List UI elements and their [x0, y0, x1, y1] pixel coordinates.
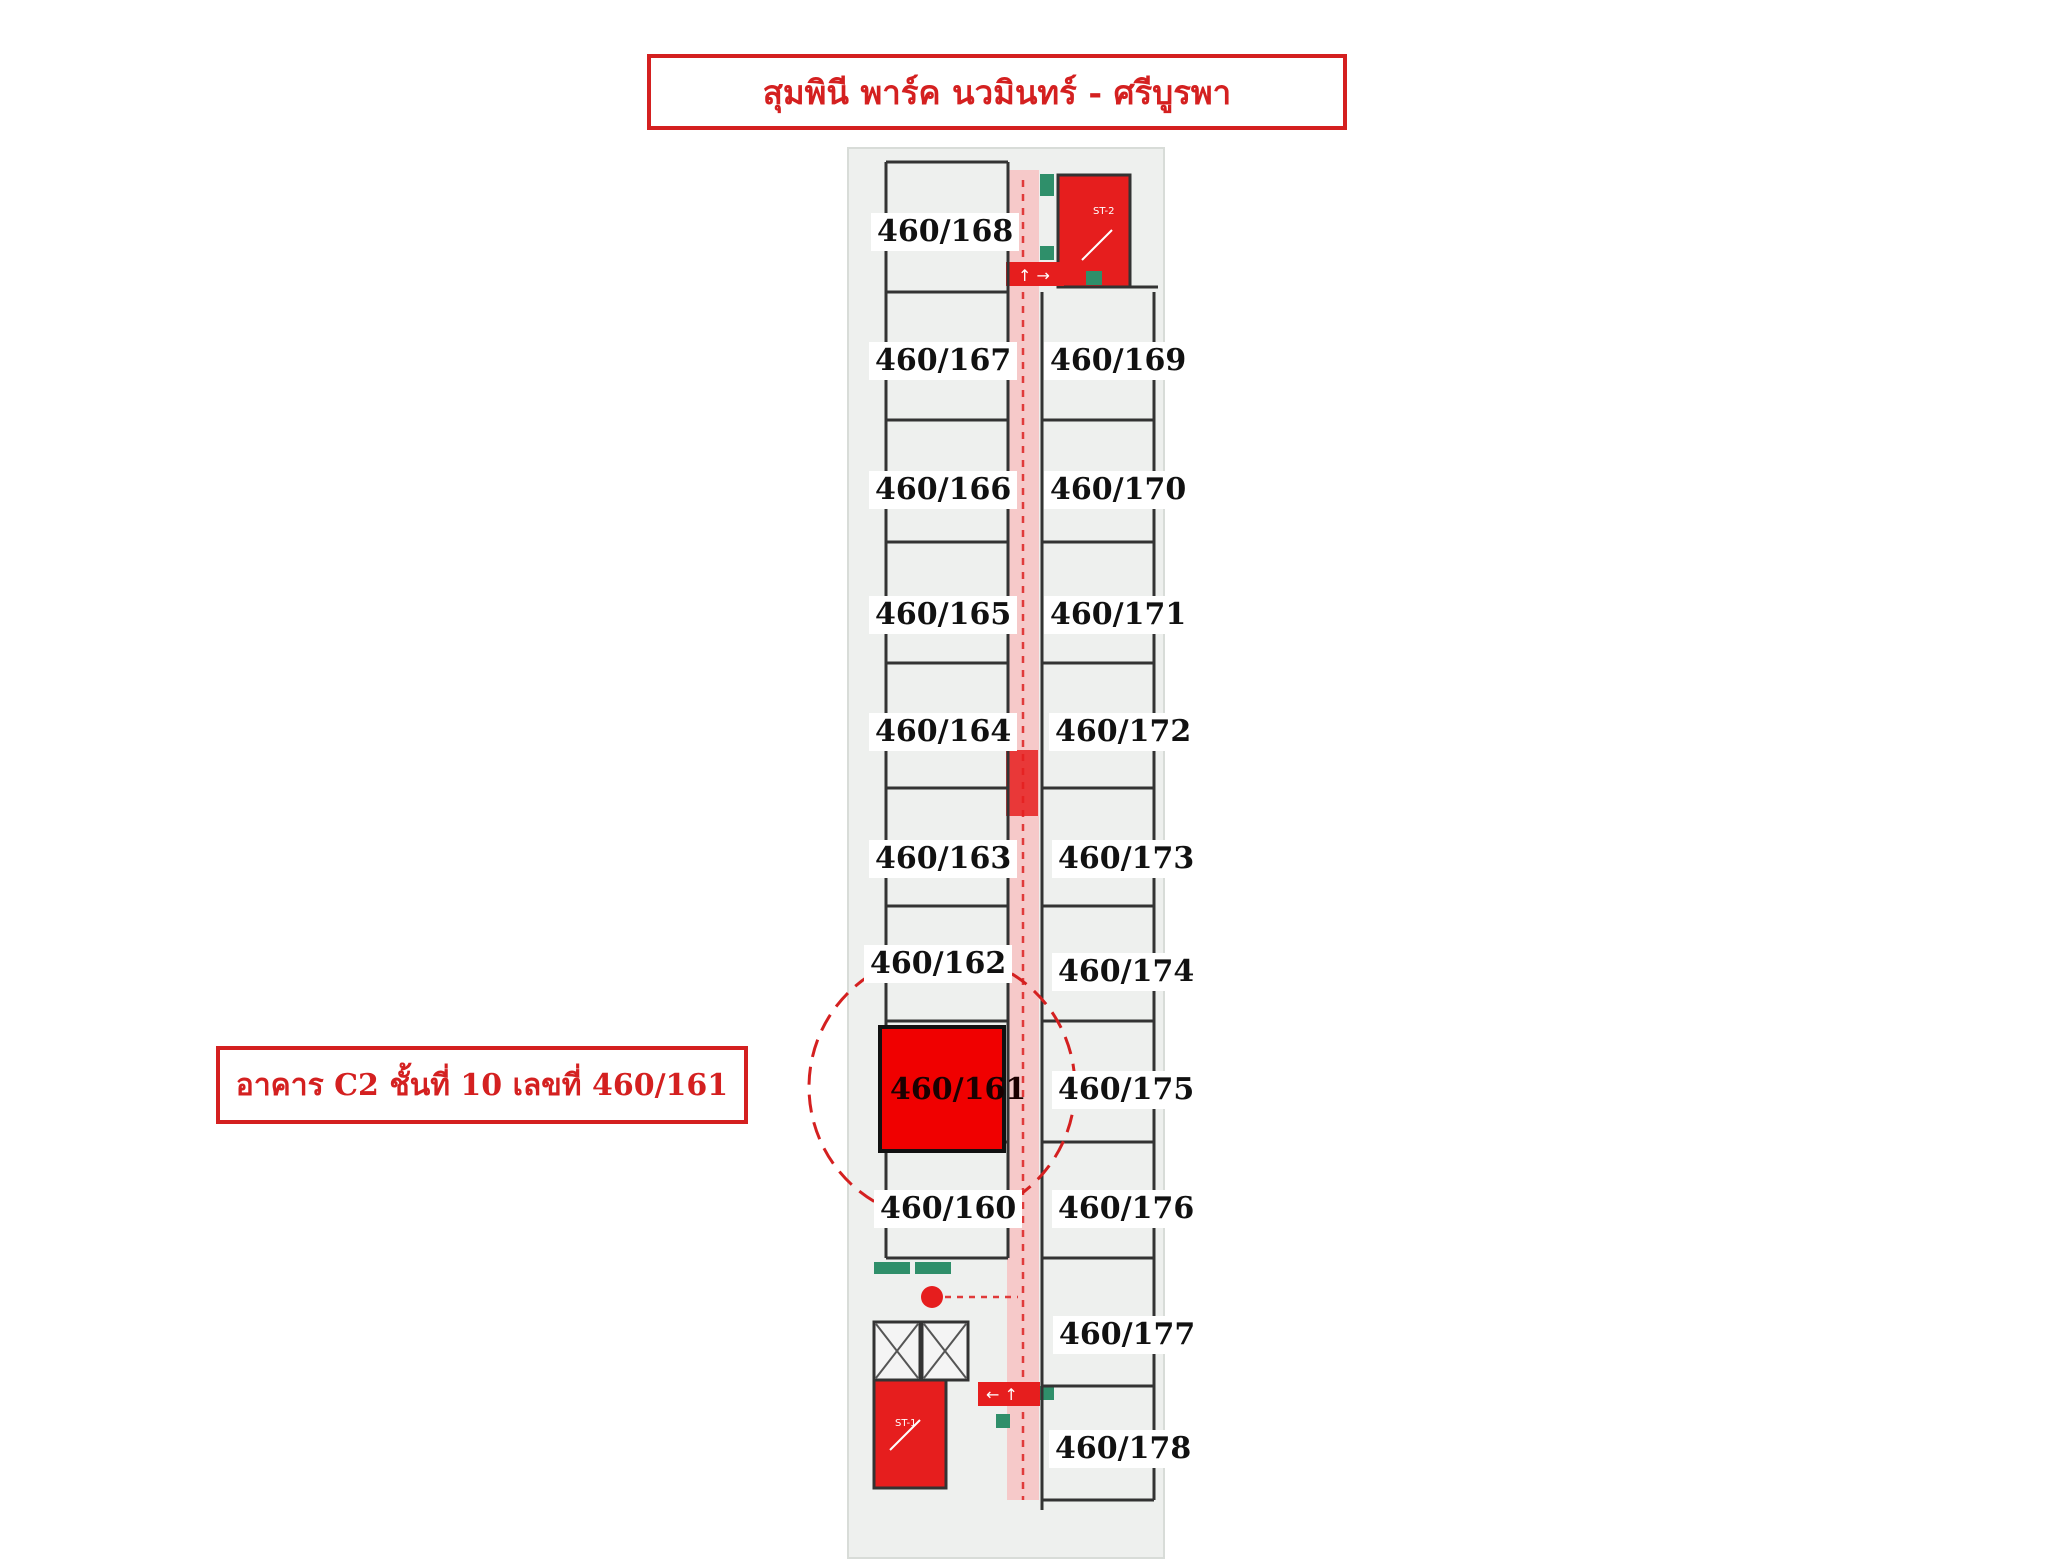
unit-label: 460/172 — [1049, 713, 1198, 751]
unit-label: 460/169 — [1044, 342, 1193, 380]
unit-label: 460/176 — [1052, 1190, 1201, 1228]
unit-walls-right — [1042, 418, 1154, 1502]
unit-label: 460/168 — [871, 213, 1020, 251]
unit-label: 460/173 — [1052, 840, 1201, 878]
unit-label: 460/170 — [1044, 471, 1193, 509]
svg-text:← ↑: ← ↑ — [986, 1385, 1018, 1404]
unit-label: 460/171 — [1044, 596, 1193, 634]
unit-label: 460/178 — [1049, 1430, 1198, 1468]
unit-label: 460/177 — [1053, 1316, 1202, 1354]
exit-sign-mid — [1006, 750, 1038, 816]
unit-label: 460/163 — [869, 840, 1018, 878]
unit-callout-text: อาคาร C2 ชั้นที่ 10 เลขที่ 460/161 — [235, 1067, 729, 1103]
unit-label: 460/165 — [869, 596, 1018, 634]
unit-label: 460/160 — [874, 1190, 1023, 1228]
unit-label: 460/175 — [1052, 1071, 1201, 1109]
svg-text:↑ →: ↑ → — [1018, 266, 1050, 285]
highlighted-unit-fill — [878, 1025, 1006, 1153]
unit-label: 460/166 — [869, 471, 1018, 509]
unit-callout-box: อาคาร C2 ชั้นที่ 10 เลขที่ 460/161 — [216, 1046, 748, 1124]
unit-label: 460/167 — [869, 342, 1018, 380]
highlighted-unit-label: 460/161 — [890, 1072, 1027, 1107]
project-title: สุมพินี พาร์ค นวมินทร์ - ศรีบูรพา — [762, 72, 1232, 112]
stair-core-top: ST-2 ↑ → — [1006, 173, 1158, 289]
unit-label: 460/162 — [864, 945, 1013, 983]
unit-label: 460/164 — [869, 713, 1018, 751]
stair-label-top: ST-2 — [1093, 206, 1115, 217]
project-title-box: สุมพินี พาร์ค นวมินทร์ - ศรีบูรพา — [647, 54, 1347, 130]
unit-label: 460/174 — [1052, 953, 1201, 991]
stair-label-bottom: ST-1 — [895, 1418, 917, 1429]
stair-core-bottom: ST-1 ← ↑ — [872, 1262, 1054, 1490]
